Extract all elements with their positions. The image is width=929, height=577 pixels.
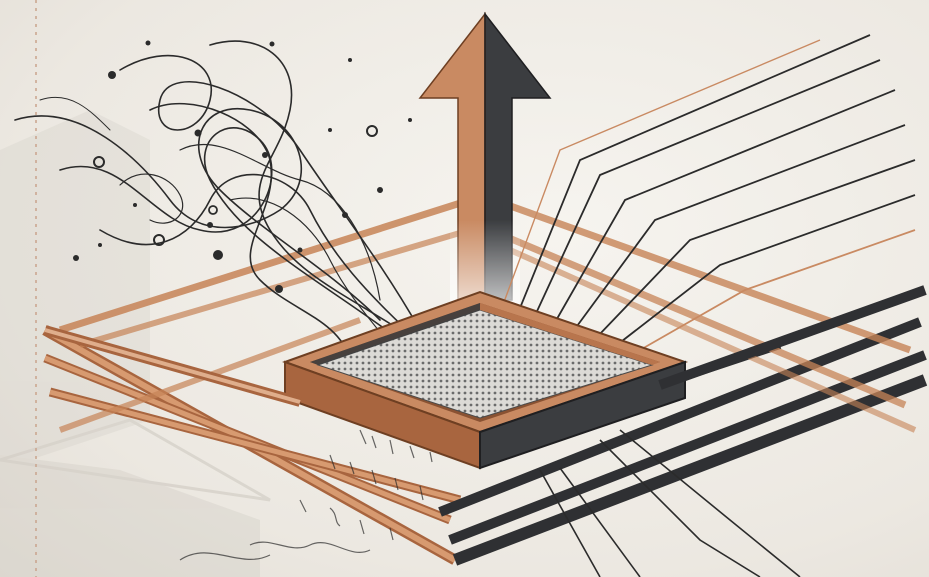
upward-arrow-icon	[420, 14, 550, 310]
